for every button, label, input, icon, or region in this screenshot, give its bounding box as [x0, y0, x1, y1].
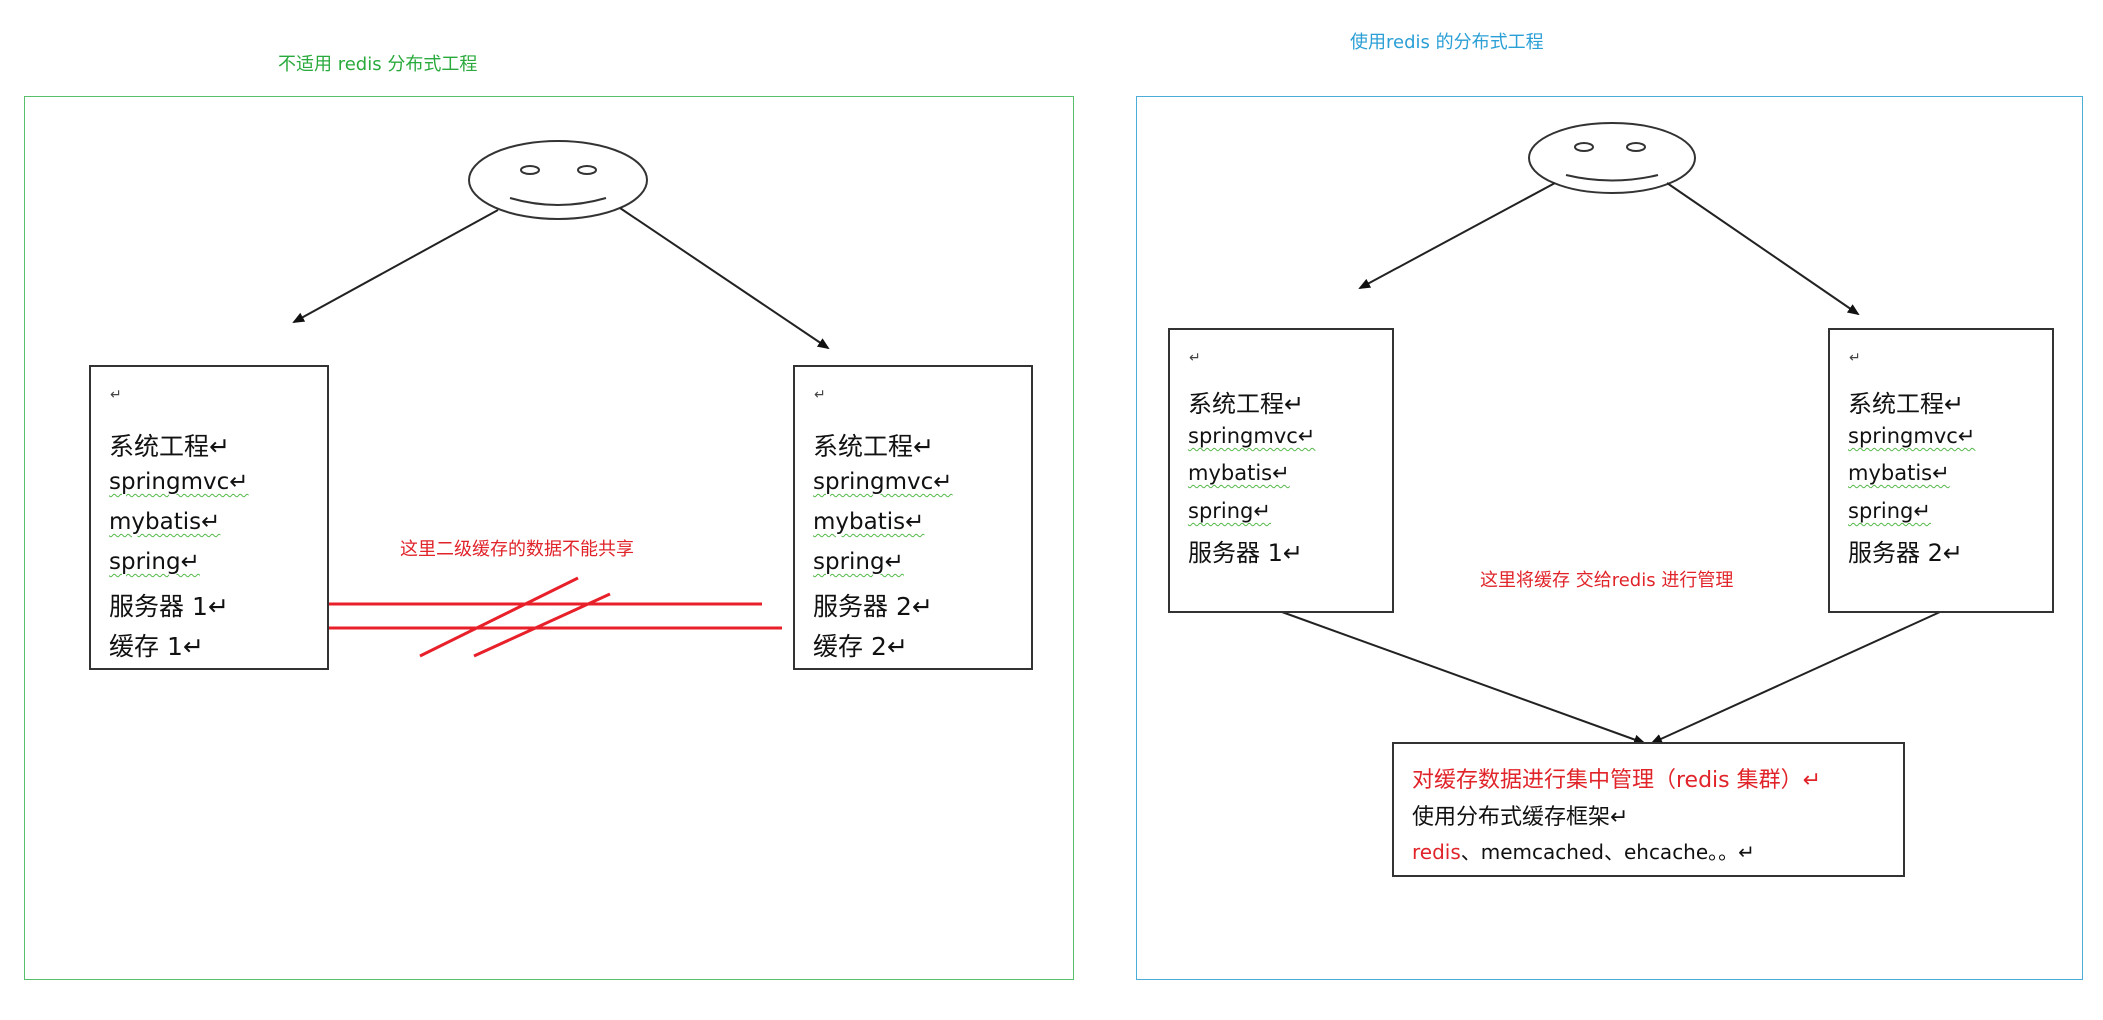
box-line: 缓存 2↵	[813, 632, 908, 661]
box-line: springmvc↵	[813, 469, 953, 495]
redis-highlight: redis	[1412, 840, 1461, 864]
right-smiley-icon	[1528, 122, 1696, 194]
left-server2-box: ↵ 系统工程↵ springmvc↵ mybatis↵ spring↵ 服务器 …	[793, 365, 1033, 670]
box-line: ↵	[1849, 350, 1861, 366]
box-line: springmvc↵	[1848, 424, 1976, 448]
redis-cache-box: 对缓存数据进行集中管理（redis 集群）↵ 使用分布式缓存框架↵ redis、…	[1392, 742, 1905, 877]
box-line: 服务器 2↵	[1848, 539, 1964, 567]
box-line: springmvc↵	[1188, 424, 1316, 448]
left-annotation: 这里二级缓存的数据不能共享	[400, 539, 634, 560]
right-arrow-to-server1	[1358, 182, 1556, 289]
cache-line-3: redis、memcached、ehcache。。↵	[1412, 836, 1755, 865]
server2-to-cache-arrow	[1650, 611, 1941, 744]
box-line: spring↵	[813, 549, 904, 575]
box-line: ↵	[110, 387, 122, 403]
box-line: spring↵	[109, 549, 200, 575]
cache-frameworks: 、memcached、ehcache。。↵	[1460, 840, 1755, 864]
box-line: 系统工程↵	[1188, 390, 1305, 418]
box-line: 系统工程↵	[109, 432, 230, 461]
cache-not-shared-strike	[324, 576, 782, 658]
box-line: mybatis↵	[1188, 461, 1290, 485]
box-line: ↵	[814, 387, 826, 403]
left-server1-box: ↵ 系统工程↵ springmvc↵ mybatis↵ spring↵ 服务器 …	[89, 365, 329, 670]
right-arrow-to-server2	[1666, 182, 1860, 316]
box-line: mybatis↵	[1848, 461, 1950, 485]
box-line: 系统工程↵	[813, 432, 934, 461]
box-line: spring↵	[1188, 499, 1271, 523]
box-line: 服务器 2↵	[813, 592, 933, 621]
left-panel-title: 不适用 redis 分布式工程	[278, 54, 478, 75]
left-smiley-icon	[468, 140, 648, 220]
box-line: ↵	[1189, 350, 1201, 366]
left-arrow-to-server2	[619, 207, 830, 350]
right-server1-box: ↵ 系统工程↵ springmvc↵ mybatis↵ spring↵ 服务器 …	[1168, 328, 1394, 613]
box-line: spring↵	[1848, 499, 1931, 523]
box-line: 系统工程↵	[1848, 390, 1965, 418]
server1-to-cache-arrow	[1281, 611, 1646, 745]
right-server2-box: ↵ 系统工程↵ springmvc↵ mybatis↵ spring↵ 服务器 …	[1828, 328, 2054, 613]
right-annotation: 这里将缓存 交给redis 进行管理	[1480, 570, 1734, 591]
box-line: springmvc↵	[109, 469, 249, 495]
box-line: 缓存 1↵	[109, 632, 204, 661]
box-line: 服务器 1↵	[1188, 539, 1304, 567]
box-line: mybatis↵	[109, 509, 221, 535]
right-panel-title: 使用redis 的分布式工程	[1350, 32, 1544, 53]
box-line: 服务器 1↵	[109, 592, 229, 621]
box-line: mybatis↵	[813, 509, 925, 535]
cache-line-2: 使用分布式缓存框架↵	[1412, 805, 1629, 830]
left-arrow-to-server1	[292, 209, 499, 323]
cache-line-1: 对缓存数据进行集中管理（redis 集群）↵	[1412, 768, 1822, 793]
